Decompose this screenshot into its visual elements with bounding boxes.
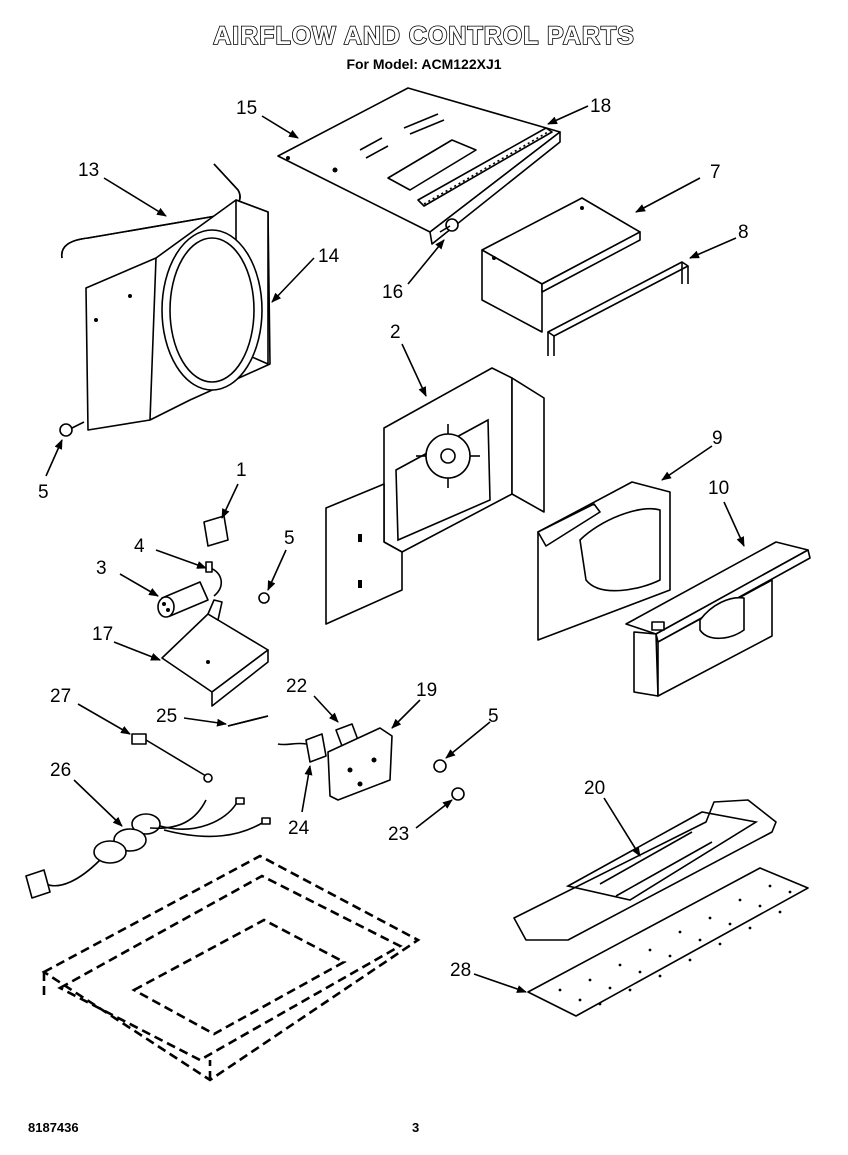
model-subtitle: For Model: ACM122XJ1: [346, 56, 502, 72]
part-1-label: [203, 515, 229, 547]
part-5-screw-right: [433, 759, 447, 773]
part-19-control-bracket: [327, 727, 393, 801]
part-2-orifice-plate: [325, 367, 545, 625]
part-18-rail-strip: [417, 127, 553, 207]
callout-20: 20: [584, 778, 605, 799]
part-9-scroll-housing: [537, 481, 671, 641]
part-8-bracket: [547, 261, 689, 356]
callout-25: 25: [156, 706, 177, 727]
callout-5-right: 5: [488, 706, 499, 727]
callout-28: 28: [450, 960, 471, 981]
part-14-fan-shroud: [85, 199, 271, 431]
callout-7: 7: [710, 162, 721, 183]
callout-4: 4: [134, 536, 145, 557]
page-title: AIRFLOW AND CONTROL PARTS: [212, 21, 635, 51]
callout-24: 24: [288, 818, 310, 839]
part-15-top-cover: [277, 87, 561, 245]
callout-2: 2: [390, 322, 401, 343]
callout-3: 3: [96, 558, 107, 579]
part-16-screw: [439, 218, 459, 233]
callout-labels: 15 18 13 7 8 14 16 2 5 9 10 1 4 5 3 17 2…: [38, 96, 749, 981]
callout-27: 27: [50, 686, 71, 707]
callout-8: 8: [738, 222, 749, 243]
page-number: 3: [412, 1120, 420, 1135]
callout-10: 10: [708, 478, 729, 499]
callout-23: 23: [388, 824, 409, 845]
part-23-screw: [451, 787, 465, 801]
callout-1: 1: [236, 460, 247, 481]
part-28-filter: [527, 867, 809, 1017]
callout-14: 14: [318, 246, 340, 267]
callout-18: 18: [590, 96, 611, 117]
part-24-switch: [277, 733, 327, 763]
leader-lines: [45, 105, 745, 993]
document-number: 8187436: [28, 1120, 79, 1135]
part-27-ground-screw: [131, 733, 213, 783]
callout-15: 15: [236, 98, 257, 119]
callout-26: 26: [50, 760, 71, 781]
base-pan-reference-outline: [41, 854, 421, 1082]
callout-17: 17: [92, 624, 113, 645]
part-25-tube: [227, 715, 269, 727]
part-3-capacitor: [157, 581, 209, 618]
part-5-screw-capacitor: [258, 592, 270, 604]
part-4-strap: [205, 561, 222, 597]
part-20-drain-tray: [513, 799, 777, 941]
part-7-control-cover: [481, 197, 641, 333]
part-17-capacitor-bracket: [161, 599, 269, 707]
part-5-screw-left: [59, 421, 85, 437]
callout-22: 22: [286, 676, 307, 697]
callout-5-left: 5: [38, 482, 49, 503]
callout-13: 13: [78, 160, 99, 181]
part-26-power-cord: [25, 797, 271, 899]
callout-9: 9: [712, 428, 723, 449]
callout-19: 19: [416, 680, 437, 701]
callout-16: 16: [382, 282, 403, 303]
part-10-control-mount: [625, 541, 811, 697]
callout-5-capacitor: 5: [284, 528, 295, 549]
